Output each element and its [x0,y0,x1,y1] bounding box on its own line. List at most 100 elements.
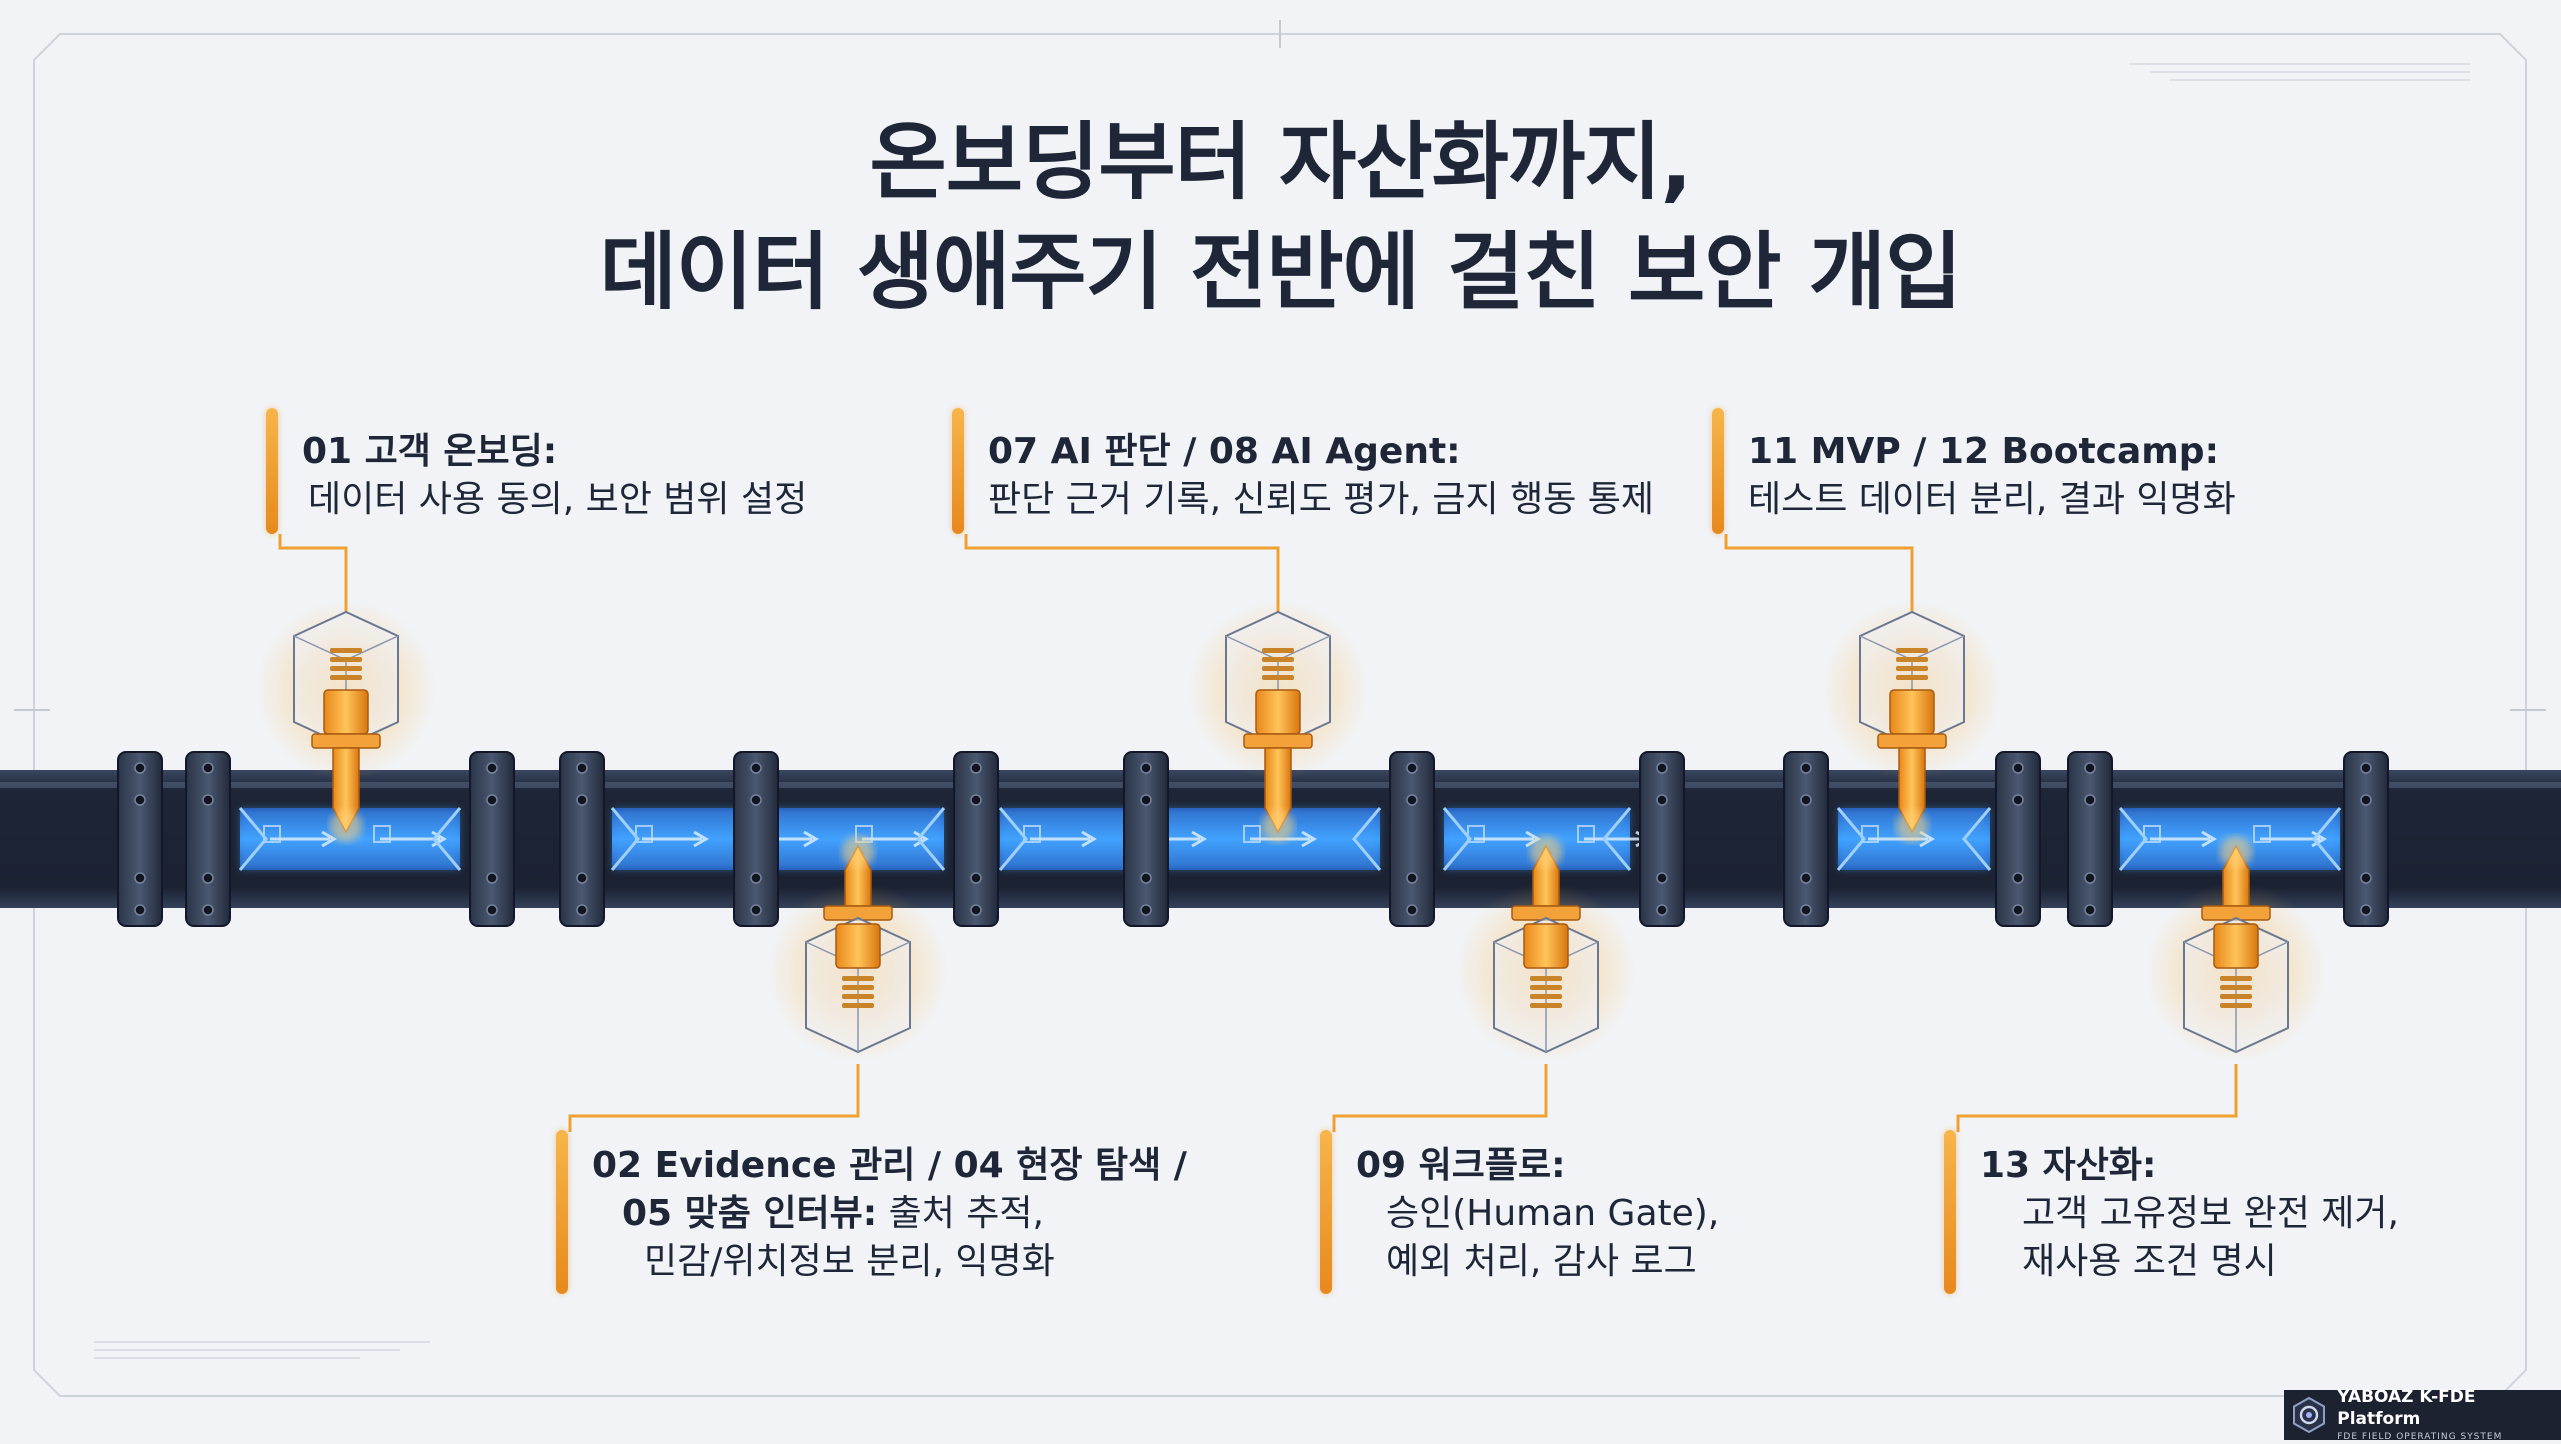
probe-collar [311,733,381,749]
probe-spring [842,976,874,981]
flange-bolt [134,904,146,916]
probe-collar [1877,733,1947,749]
probe-spring [1530,1003,1562,1008]
connector-line [1956,1064,2238,1132]
flange-bolt [202,904,214,916]
flow-arrow-head [1301,830,1317,848]
flange-bolt [1800,794,1812,806]
probe-spring [1896,666,1928,671]
flange-bolt [202,794,214,806]
brand-badge: YABOAZ K-FDE Platform FDE FIELD OPERATIN… [2284,1387,2561,1442]
probe-tip-glow [842,836,874,868]
probe-spring [330,657,362,662]
flange-bolt [1140,762,1152,774]
flange-bolt [970,904,982,916]
pipe-flange [733,751,779,927]
flow-arrow-head [1081,830,1097,848]
probe-spring [2220,994,2252,999]
pipe-flange [2343,751,2389,927]
security-probe-icon [768,836,948,1062]
connector-line [964,534,1280,612]
callout-body-line: 민감/위치정보 분리, 익명화 [644,1241,1055,1282]
callout-body-line: 테스트 데이터 분리, 결과 익명화 [1748,479,2236,520]
flow-symbol-icon [1861,825,1879,843]
callout-heading: 09 워크플로: [1356,1145,1566,1186]
probe-spring [842,1003,874,1008]
flow-chevron [1602,807,1632,871]
flow-arrow-head [693,830,709,848]
flow-chevron [998,807,1028,871]
probe-spring [1896,648,1928,653]
flange-bolt [2012,794,2024,806]
security-probe-icon [1456,836,1636,1062]
callout-heading: 13 자산화: [1980,1145,2157,1186]
pipe-flange [117,751,163,927]
flange-bolt [576,794,588,806]
flange-bolt [486,762,498,774]
callout-heading: 07 AI 판단 / 08 AI Agent: [988,431,1461,472]
pipe-flange [1783,751,1829,927]
flange-bolt [486,872,498,884]
flange-bolt [2012,872,2024,884]
flange-bolt [1406,762,1418,774]
pipe-flange [1995,751,2041,927]
probe-tip-glow [2220,836,2252,868]
probe-spring [1896,657,1928,662]
probe-spring [2220,976,2252,981]
probe-spring [1530,994,1562,999]
flow-chevron [432,807,462,871]
flange-bolt [2360,872,2372,884]
flange-bolt [576,872,588,884]
flange-bolt [750,872,762,884]
callout-body-line: 재사용 조건 명시 [2022,1241,2277,1282]
probe-tip-glow [1896,810,1928,842]
flange-bolt [576,904,588,916]
flange-bolt [2084,794,2096,806]
probe-spring [2220,985,2252,990]
probe-spring [330,648,362,653]
flange-bolt [970,794,982,806]
flow-symbol-icon [373,825,391,843]
title-line-2: 데이터 생애주기 전반에 걸친 보안 개입 [599,223,1963,321]
flange-bolt [2360,794,2372,806]
flange-bolt [1140,872,1152,884]
flange-bolt [970,762,982,774]
probe-spring [1262,648,1294,653]
probe-spring [1530,985,1562,990]
connector-line [568,1064,860,1132]
probe-spring [2220,1003,2252,1008]
callout-body-line: 승인(Human Gate), [1386,1193,1720,1234]
probe-body [1889,689,1935,735]
flow-symbol-icon [1467,825,1485,843]
flow-chevron [1442,807,1472,871]
flow-arrow-head [913,830,929,848]
flow-symbol-icon [2253,825,2271,843]
flange-bolt [2360,904,2372,916]
pipe-flange [1123,751,1169,927]
flange-bolt [750,762,762,774]
probe-spring [1262,657,1294,662]
flow-chevron [916,807,946,871]
probe-tip-glow [330,810,362,842]
probe-spring [842,985,874,990]
pipe-flange [469,751,515,927]
flange-bolt [2084,762,2096,774]
flange-bolt [1656,794,1668,806]
pipe-flange [1639,751,1685,927]
callout-heading-line: 05 맞춤 인터뷰: [622,1193,878,1234]
pipe-flange [185,751,231,927]
security-probe-icon [1822,600,2002,842]
connector-line [1332,1064,1548,1132]
probe-tip-glow [1262,810,1294,842]
flow-chevron [238,807,268,871]
flange-bolt [486,904,498,916]
title-line-1: 온보딩부터 자산화까지, [869,113,1693,211]
flow-symbol-icon [1577,825,1595,843]
callout-body-line: 판단 근거 기록, 신뢰도 평가, 금지 행동 통제 [988,479,1655,520]
flange-bolt [576,762,588,774]
flange-bolt [750,794,762,806]
flow-arrow-head [803,830,819,848]
probe-spring [1896,675,1928,680]
brand-subtitle: FDE FIELD OPERATING SYSTEM [2337,1432,2503,1442]
platform-logo-icon [2284,1390,2333,1440]
